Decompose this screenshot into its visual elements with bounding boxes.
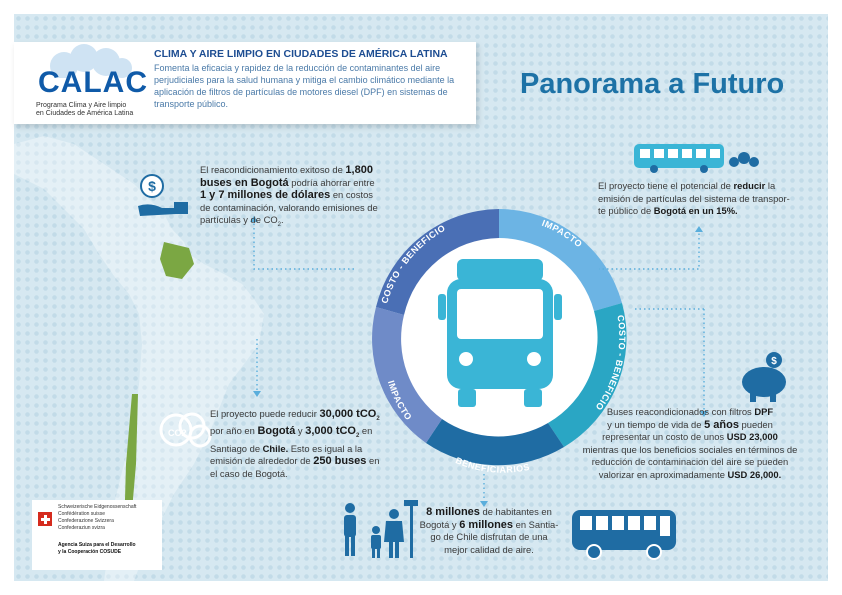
bus-side-icon (572, 510, 676, 560)
swiss-flag-icon (38, 512, 52, 526)
impacto-left-text: El proyecto puede reducir 30,000 tCO2 po… (210, 408, 380, 479)
chile-highlight (124, 394, 138, 534)
header-title: CLIMA Y AIRE LIMPIO EN CIUDADES DE AMÉRI… (154, 48, 448, 60)
bus-side-icon-small (634, 144, 759, 173)
co2-cloud-icon: CO2 (159, 412, 212, 448)
svg-text:$: $ (148, 178, 156, 194)
colombia-highlight (160, 242, 194, 279)
ring-segment-costo-left (376, 209, 499, 315)
main-title: Panorama a Futuro (520, 68, 785, 100)
svg-text:$: $ (771, 356, 777, 367)
ring-segment-impacto-top (499, 209, 622, 311)
svg-text:CO2: CO2 (168, 428, 187, 438)
impacto-top-text: El proyecto tiene el potencial de reduci… (598, 180, 790, 216)
ring-segment-costo-right (548, 303, 627, 447)
connector-lines (250, 216, 708, 507)
logo-text: CALAC (38, 66, 148, 99)
ring-diagram: COSTO - BENEFICIO IMPACTO COSTO - BENEFI… (372, 209, 627, 475)
money-hand-icon: $ (138, 174, 188, 216)
header-card: CALAC Programa Clima y Aire limpio en Ci… (14, 42, 476, 124)
swiss-cooperation-logo: Schweizerische Eidgenossenschaft Confédé… (32, 500, 162, 570)
beneficiarios-text: 8 millones de habitantes en Bogotá y 6 m… (419, 506, 559, 555)
people-icon (344, 500, 418, 558)
latin-america-map (14, 136, 264, 581)
ring-segment-impacto-left (372, 307, 442, 443)
costo-beneficio-right-text: Buses reacondicionados con filtros DPF y… (582, 406, 798, 480)
piggy-bank-icon: $ (742, 352, 786, 402)
logo-subtitle: Programa Clima y Aire limpio en Ciudades… (36, 102, 134, 117)
header-description: Fomenta la eficacia y rapidez de la redu… (154, 63, 455, 109)
cloud-logo-icon (50, 44, 132, 78)
costo-beneficio-left-text: El reacondicionamiento exitoso de 1,800 … (200, 164, 378, 228)
bus-front-icon (438, 259, 562, 407)
ring-segment-beneficiarios (426, 419, 564, 466)
